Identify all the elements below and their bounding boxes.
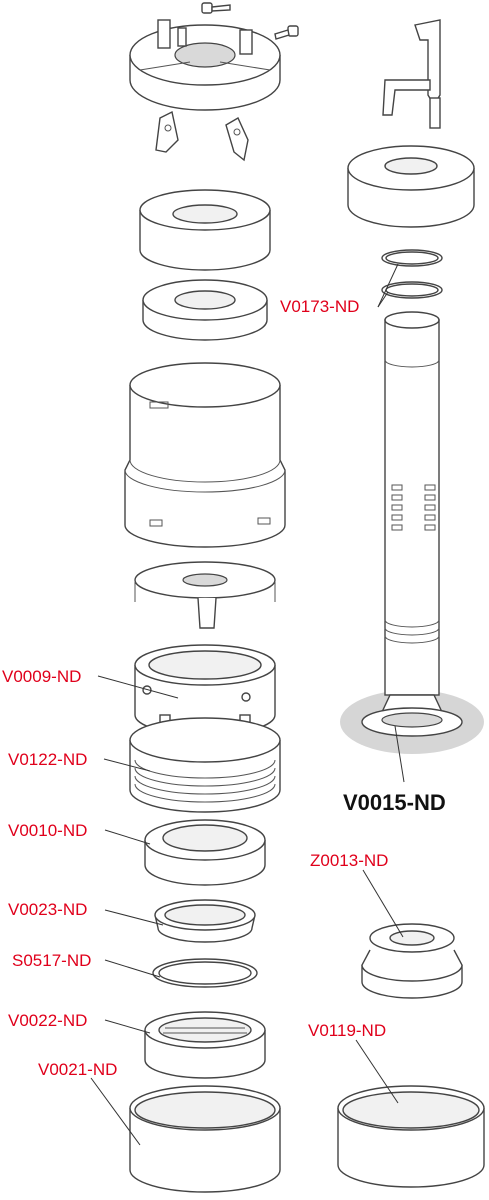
screw-part (274, 25, 299, 40)
leader-line (103, 758, 151, 772)
lever-part (382, 19, 441, 129)
housing-cylinder-part (124, 362, 286, 548)
label-v0119: V0119-ND (308, 1021, 386, 1040)
float-cylinder-part (347, 145, 475, 228)
label-v0173: V0173-ND (280, 297, 359, 316)
base-cup-part (129, 1085, 281, 1193)
threaded-nut-part (144, 1011, 266, 1079)
label-v0021: V0021-ND (38, 1060, 117, 1079)
cylinder-ring-part (139, 189, 271, 271)
label-v0023: V0023-ND (8, 900, 87, 919)
leader-line (377, 263, 399, 308)
leader-line (104, 829, 151, 845)
label-v0015: V0015-ND (343, 790, 446, 815)
o-ring-pair-part (381, 249, 443, 299)
leader-line (104, 909, 164, 926)
lock-nut-part (144, 819, 266, 886)
leader-line (394, 725, 405, 783)
o-ring-part (152, 958, 258, 988)
float-ring-part (142, 279, 268, 341)
label-v0009: V0009-ND (2, 667, 81, 686)
leader-line (104, 959, 161, 978)
label-v0022: V0022-ND (8, 1011, 87, 1030)
label-s0517: S0517-ND (12, 951, 91, 970)
screw-part (201, 2, 231, 14)
leader-line (90, 1077, 141, 1146)
clip-part (225, 117, 249, 162)
overflow-tube-part (361, 311, 463, 737)
leader-line (104, 1019, 151, 1034)
label-v0010: V0010-ND (8, 821, 87, 840)
cover-cup-part (337, 1085, 485, 1188)
clip-part (155, 110, 179, 153)
leader-line (97, 675, 179, 699)
collar-ring-part (154, 899, 256, 943)
seal-part (361, 923, 463, 999)
leader-line (377, 291, 389, 308)
leader-line (355, 1039, 399, 1104)
threaded-body-part (129, 717, 281, 813)
strainer-plate-part (134, 561, 276, 629)
label-z0013: Z0013-ND (310, 851, 388, 870)
top-cap-part (129, 19, 281, 111)
leader-line (362, 869, 404, 938)
label-v0122: V0122-ND (8, 750, 87, 769)
